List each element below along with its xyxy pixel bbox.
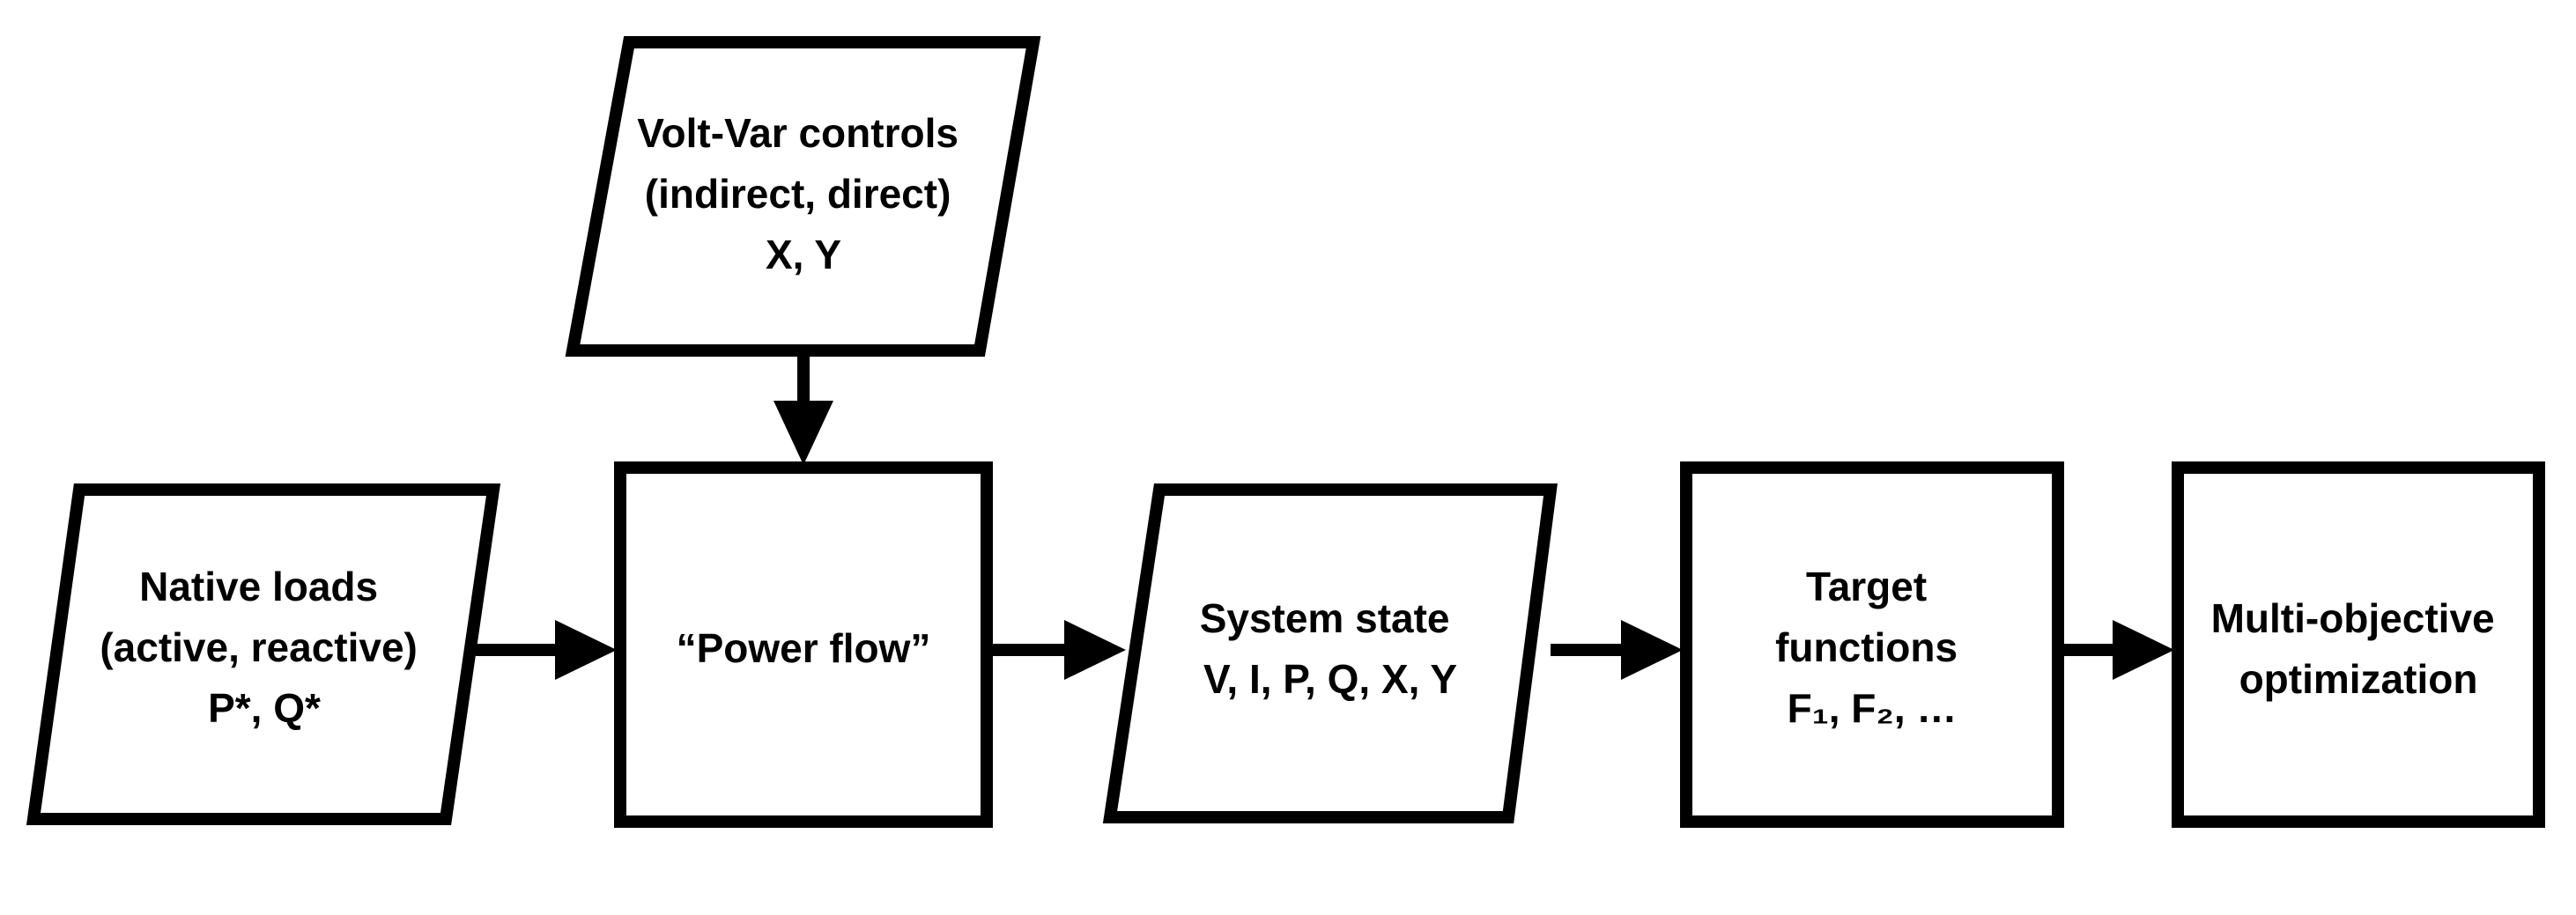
connector-target-functions-to-multi-objective xyxy=(2058,620,2174,680)
native-loads-label: Native loads (active, reactive) P*, Q* xyxy=(100,564,428,731)
target-functions-label: Target functions F₁, F₂, … xyxy=(1775,564,1969,731)
target-functions-line-2: functions xyxy=(1775,624,1958,670)
connector-native-loads-to-power-flow xyxy=(476,620,617,680)
connector-volt-var-to-power-flow xyxy=(774,354,833,465)
multi-objective-line-1: Multi-objective xyxy=(2211,595,2495,641)
system-state-line-1: System state xyxy=(1200,595,1450,641)
system-state-label: System state V, I, P, Q, X, Y xyxy=(1200,595,1462,702)
multi-objective-line-2: optimization xyxy=(2239,656,2478,702)
node-target-functions: Target functions F₁, F₂, … xyxy=(1680,461,2064,828)
volt-var-line-1: Volt-Var controls xyxy=(637,110,959,156)
volt-var-line-2: (indirect, direct) xyxy=(645,171,951,217)
multi-objective-label: Multi-objective optimization xyxy=(2211,595,2506,702)
native-loads-line-3: P*, Q* xyxy=(208,685,321,731)
node-power-flow: “Power flow” xyxy=(614,461,993,828)
native-loads-line-2: (active, reactive) xyxy=(100,624,418,670)
power-flow-line-1: “Power flow” xyxy=(677,625,931,671)
node-volt-var-controls: Volt-Var controls (indirect, direct) X, … xyxy=(565,36,1041,357)
system-state-line-2: V, I, P, Q, X, Y xyxy=(1203,656,1457,702)
node-native-loads: Native loads (active, reactive) P*, Q* xyxy=(26,483,501,825)
connector-power-flow-to-system-state xyxy=(988,620,1126,680)
native-loads-line-1: Native loads xyxy=(139,564,378,609)
volt-var-line-3: X, Y xyxy=(766,232,841,277)
node-system-state: System state V, I, P, Q, X, Y xyxy=(1102,483,1558,823)
volt-var-controls-label: Volt-Var controls (indirect, direct) X, … xyxy=(637,110,969,277)
node-multi-objective-optimization: Multi-objective optimization xyxy=(2172,461,2545,828)
connector-system-state-to-target-functions xyxy=(1551,620,1683,680)
target-functions-line-1: Target xyxy=(1806,564,1927,609)
target-functions-line-3: F₁, F₂, … xyxy=(1788,685,1958,731)
power-flow-label: “Power flow” xyxy=(677,625,931,671)
